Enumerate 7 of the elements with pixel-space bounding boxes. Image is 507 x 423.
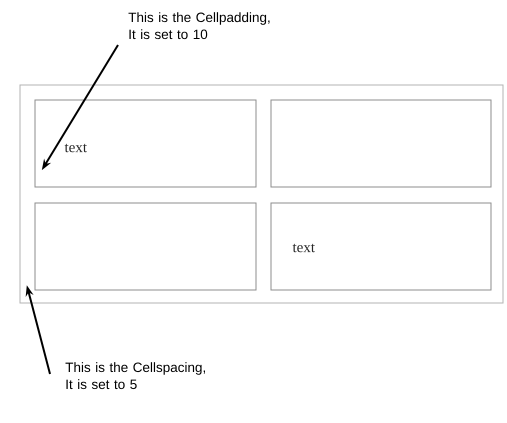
table-cell: text — [34, 100, 256, 188]
table-cell: text — [270, 202, 492, 290]
annotation-text: This is the Cellspacing, It is set to 5 — [66, 362, 205, 390]
annotation-text: This is the Cellpadding, It is set to 10 — [128, 12, 270, 40]
table-cell — [34, 202, 256, 290]
table-frame — [20, 84, 504, 304]
table-cell — [270, 100, 492, 188]
